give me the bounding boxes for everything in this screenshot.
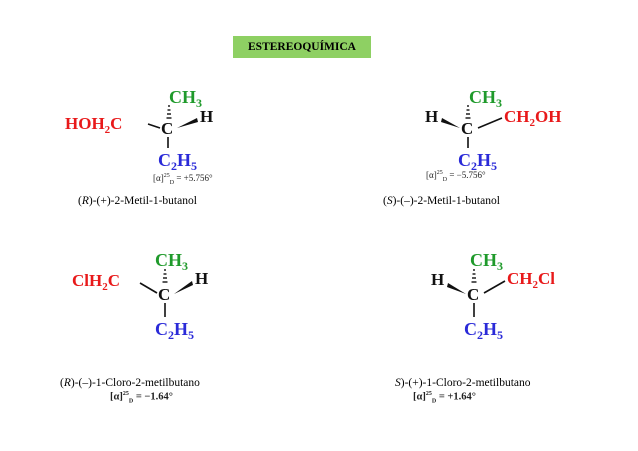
page-title: ESTEREOQUÍMICA [233, 36, 371, 58]
hydrogen-label: H [431, 270, 444, 289]
caption-molecule-3: (R)-(–)-1-Cloro-2-metilbutano [60, 377, 200, 389]
ethyl-group-label: C2H5 [158, 150, 197, 173]
hashed-wedge-bond [465, 105, 471, 119]
stereocenter-carbon-label: C [161, 119, 173, 138]
molecule-r-1-cloro-2-metilbutano: CH3 ClH2C H C C2H5 [72, 250, 208, 342]
caption-molecule-4: S)-(+)-1-Cloro-2-metilbutano [395, 377, 531, 389]
methyl-group-label: CH3 [169, 87, 202, 110]
hydroxymethyl-group-label: HOH2C [65, 114, 122, 136]
ethyl-group-label: C2H5 [464, 319, 503, 342]
hydrogen-label: H [195, 269, 208, 288]
optical-rotation-value: [α]25D = −1.64° [110, 391, 173, 405]
hashed-wedge-bond [162, 269, 168, 283]
solid-wedge-bond [174, 281, 193, 294]
methyl-group-label: CH3 [470, 250, 503, 273]
solid-wedge-bond [447, 283, 466, 294]
stereocenter-carbon-label: C [461, 119, 473, 138]
ethyl-group-label: C2H5 [458, 150, 497, 173]
stereocenter-carbon-label: C [158, 285, 170, 304]
bond-right [483, 280, 506, 294]
hashed-wedge-bond [166, 105, 172, 119]
bond-left [139, 282, 158, 294]
molecule-r-2-metil-1-butanol: CH3 HOH2C H C C2H5 [65, 87, 213, 173]
bond-left [147, 123, 161, 129]
hydroxymethyl-group-label: CH2OH [504, 107, 561, 129]
solid-wedge-bond [441, 118, 460, 128]
ethyl-group-label: C2H5 [155, 319, 194, 342]
molecule-s-1-cloro-2-metilbutano: CH3 H CH2Cl C C2H5 [431, 250, 555, 342]
solid-wedge-bond [177, 118, 198, 128]
chloromethyl-group-label: CH2Cl [507, 269, 555, 291]
optical-rotation-value: [α]25D = +1.64° [413, 391, 476, 405]
methyl-group-label: CH3 [155, 250, 188, 273]
hydrogen-label: H [425, 107, 438, 126]
caption-molecule-1: (R)-(+)-2-Metil-1-butanol [78, 195, 197, 207]
chloromethyl-group-label: ClH2C [72, 271, 120, 293]
hydrogen-label: H [200, 107, 213, 126]
caption-molecule-2: (S)-(–)-2-Metil-1-butanol [383, 195, 500, 207]
molecule-s-2-metil-1-butanol: CH3 H CH2OH C C2H5 [425, 87, 561, 173]
optical-rotation-value: [α]25D = −5.756° [426, 170, 486, 183]
hashed-wedge-bond [471, 269, 477, 283]
bond-right [477, 117, 503, 129]
methyl-group-label: CH3 [469, 87, 502, 110]
optical-rotation-value: [α]25D = +5.756° [153, 173, 213, 186]
stereocenter-carbon-label: C [467, 285, 479, 304]
